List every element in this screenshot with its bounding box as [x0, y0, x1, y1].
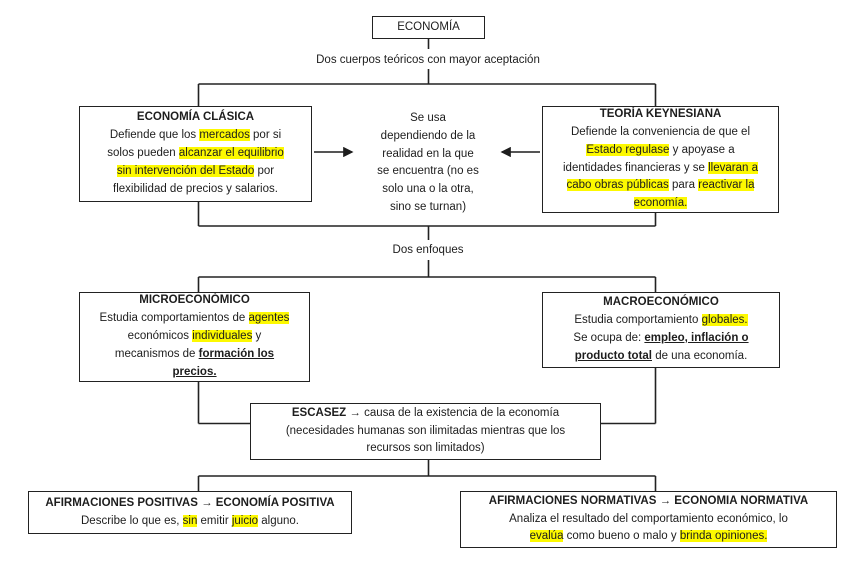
afirmaciones-positivas-title: AFIRMACIONES POSITIVAS → ECONOMÍA POSITI… [45, 496, 335, 509]
microeconomico-title: MICROECONÓMICO [139, 294, 250, 307]
box-macroeconomico: MACROECONÓMICO Estudia comportamiento gl… [542, 292, 780, 368]
afirmaciones-normativas-body: Analiza el resultado del comportamiento … [509, 512, 788, 543]
box-microeconomico: MICROECONÓMICO Estudia comportamientos d… [79, 292, 310, 382]
macroeconomico-body: Estudia comportamiento globales. Se ocup… [573, 314, 749, 362]
box-economia-clasica: ECONOMÍA CLÁSICA Defiende que los mercad… [79, 106, 312, 202]
afirmaciones-normativas-title: AFIRMACIONES NORMATIVAS → ECONOMIA NORMA… [488, 494, 809, 507]
box-afirmaciones-positivas: AFIRMACIONES POSITIVAS → ECONOMÍA POSITI… [28, 491, 352, 534]
microeconomico-body: Estudia comportamientos de agentes econó… [99, 312, 290, 378]
box-afirmaciones-normativas: AFIRMACIONES NORMATIVAS → ECONOMIA NORMA… [460, 491, 837, 548]
box-escasez: ESCASEZ → causa de la existencia de la e… [250, 403, 601, 460]
box-teoria-keynesiana: TEORÍA KEYNESIANA Defiende la convenienc… [542, 106, 779, 213]
connector-label-theories: Dos cuerpos teóricos con mayor aceptació… [316, 54, 540, 66]
economia-clasica-title: ECONOMÍA CLÁSICA [136, 111, 255, 124]
economia-title: ECONOMÍA [397, 20, 460, 33]
connector-label-approaches: Dos enfoques [392, 244, 464, 256]
afirmaciones-positivas-body: Describe lo que es, sin emitir juicio al… [81, 514, 299, 527]
teoria-keynesiana-title: TEORÍA KEYNESIANA [599, 108, 722, 121]
economia-clasica-body: Defiende que los mercados por si solos p… [107, 129, 284, 195]
center-note: Se usa dependiendo de la realidad en la … [377, 112, 479, 214]
box-economia: ECONOMÍA [372, 16, 485, 39]
teoria-keynesiana-body: Defiende la conveniencia de que el Estad… [563, 125, 758, 210]
escasez-body: ESCASEZ → causa de la existencia de la e… [285, 406, 566, 455]
macroeconomico-title: MACROECONÓMICO [603, 296, 719, 309]
